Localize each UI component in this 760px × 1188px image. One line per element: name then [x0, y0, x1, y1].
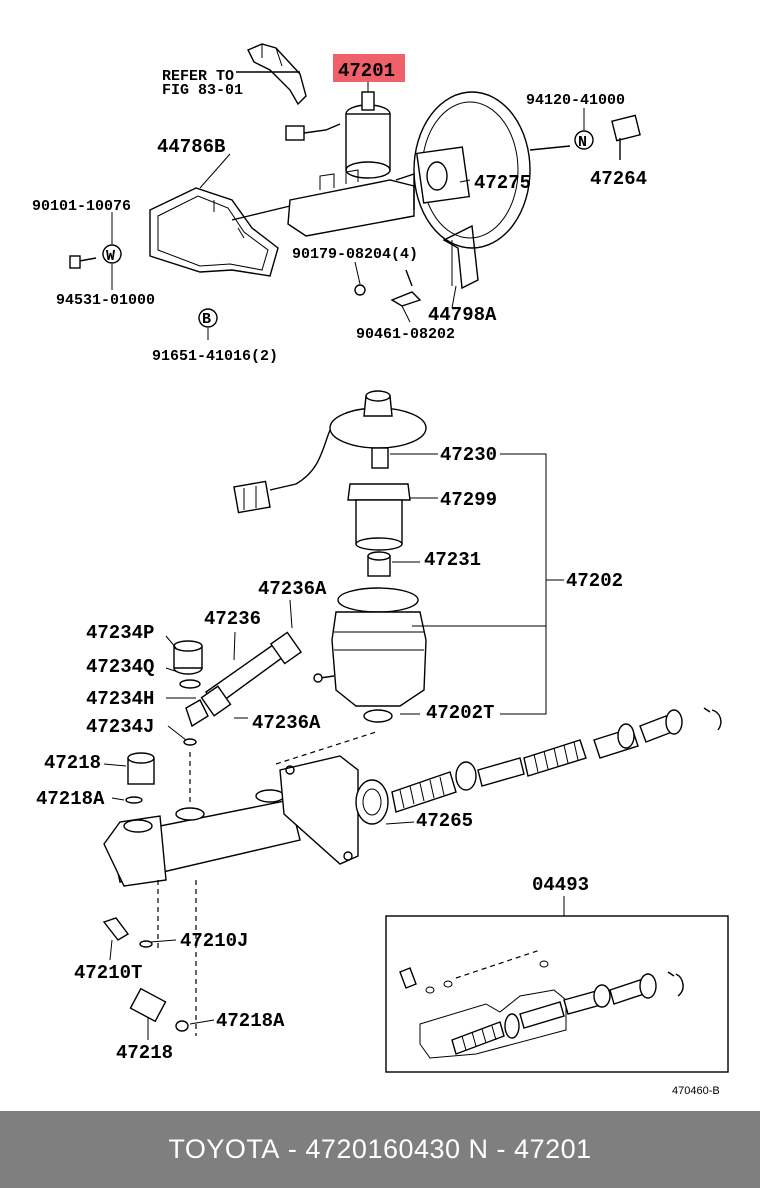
label-47234H[interactable]: 47234H	[86, 688, 154, 710]
part-info-footer: TOYOTA - 4720160430 N - 47201	[0, 1111, 760, 1188]
label-47230[interactable]: 47230	[440, 444, 497, 466]
protector-drawing	[149, 187, 291, 277]
label-47236A-top[interactable]: 47236A	[258, 578, 327, 600]
leader-lines-mid	[165, 453, 564, 741]
leader-lines-bottom	[103, 763, 565, 1040]
label-47218A-top[interactable]: 47218A	[36, 788, 105, 810]
label-47231[interactable]: 47231	[424, 549, 481, 571]
label-04493[interactable]: 04493	[532, 874, 589, 896]
label-44786B[interactable]: 44786B	[157, 136, 225, 158]
label-47202[interactable]: 47202	[566, 570, 623, 592]
label-47218-bottom[interactable]: 47218	[116, 1042, 173, 1064]
label-47264[interactable]: 47264	[590, 168, 647, 190]
label-90101-10076[interactable]: 90101-10076	[32, 198, 131, 215]
nut-and-pin-drawing: N	[574, 114, 641, 160]
bolt-marker-b: B	[202, 311, 211, 328]
footer-separator-2: N -	[460, 1134, 515, 1164]
label-47275[interactable]: 47275	[474, 172, 531, 194]
highlight-47201	[333, 54, 405, 82]
label-47218-top[interactable]: 47218	[44, 752, 101, 774]
label-90461-08202[interactable]: 90461-08202	[356, 326, 455, 343]
leader-lines-top	[111, 80, 585, 340]
label-47236A-bottom[interactable]: 47236A	[252, 712, 321, 734]
label-47201[interactable]: 47201	[338, 60, 395, 82]
bolt-drawing: W	[69, 244, 122, 269]
label-47218A-bottom[interactable]: 47218A	[216, 1010, 285, 1032]
label-44798A[interactable]: 44798A	[428, 304, 497, 326]
reservoir-small-drawing	[345, 91, 391, 179]
label-47236[interactable]: 47236	[204, 608, 261, 630]
hose-assembly-drawing	[173, 631, 303, 746]
parts-diagram: W B N REFER TO FIG 83-01 47201 94120-410…	[32, 43, 729, 1097]
brake-booster-drawing	[413, 91, 571, 249]
master-cylinder-drawing	[103, 731, 389, 887]
master-cylinder-small-drawing	[287, 169, 415, 237]
footer-part-number: 47201	[514, 1134, 592, 1164]
label-91651-41016[interactable]: 91651-41016(2)	[152, 348, 278, 365]
label-47210T[interactable]: 47210T	[74, 962, 142, 984]
float-drawing	[347, 447, 411, 577]
label-refer-line1: REFER TO	[162, 68, 234, 85]
figure-code: 470460-B	[672, 1085, 720, 1097]
label-47265[interactable]: 47265	[416, 810, 473, 832]
footer-separator-1: -	[279, 1134, 306, 1164]
footer-oem-number: 4720160430	[305, 1134, 461, 1164]
reservoir-tank-drawing	[313, 587, 427, 723]
fittings-drawing	[102, 752, 197, 1036]
label-90179-08204[interactable]: 90179-08204(4)	[292, 246, 418, 263]
nut-marker-n: N	[578, 134, 587, 151]
washer-marker-w: W	[106, 248, 115, 265]
repair-kit-box	[385, 915, 729, 1073]
label-47234J[interactable]: 47234J	[86, 716, 154, 738]
label-47234P[interactable]: 47234P	[86, 622, 154, 644]
label-94120-41000[interactable]: 94120-41000	[526, 92, 625, 109]
label-94531-01000[interactable]: 94531-01000	[56, 292, 155, 309]
reference-bracket-drawing	[236, 43, 307, 106]
sensor-connector-drawing	[285, 123, 341, 141]
label-47299[interactable]: 47299	[440, 489, 497, 511]
bracket-44798-drawing: B	[198, 224, 479, 328]
label-47202T[interactable]: 47202T	[426, 702, 494, 724]
label-47210J[interactable]: 47210J	[180, 930, 248, 952]
label-refer-line2: FIG 83-01	[162, 82, 243, 99]
piston-assembly-drawing	[391, 707, 722, 813]
label-47234Q[interactable]: 47234Q	[86, 656, 154, 678]
footer-brand: TOYOTA	[168, 1134, 280, 1164]
